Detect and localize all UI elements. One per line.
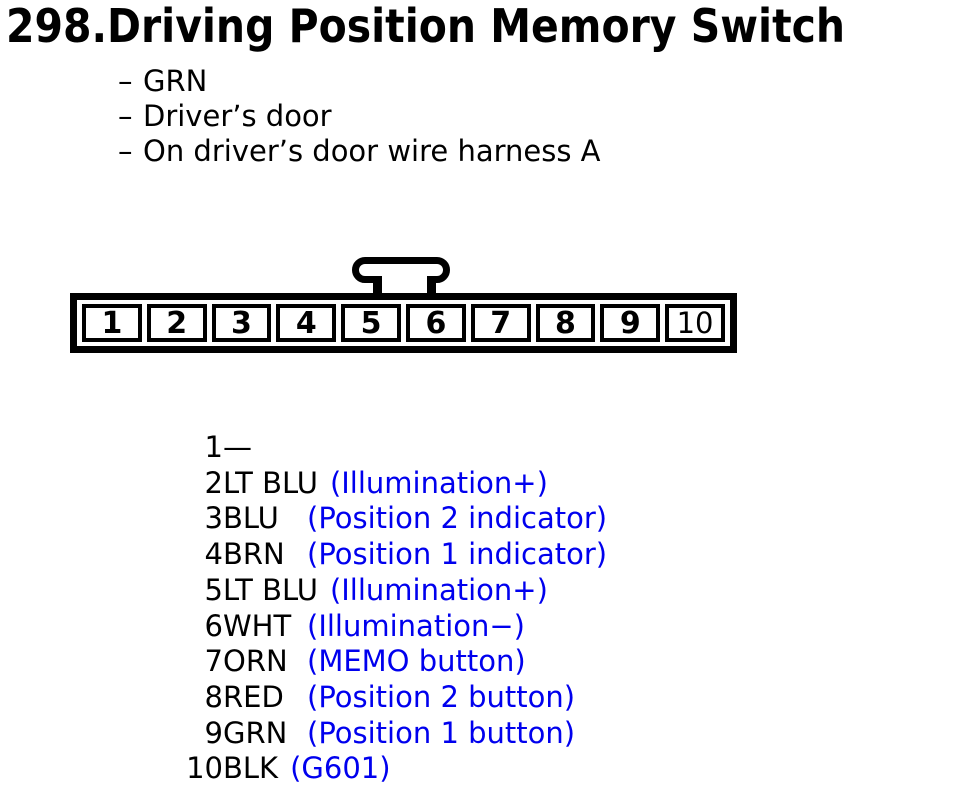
pin-number: 1 [204,430,223,464]
wire-color: WHT [223,608,292,643]
pin-number: 9 [204,715,223,750]
connector-pin-cell-8: 8 [535,304,596,342]
pin-function: (Illumination+) [329,572,548,607]
pin-number: 10 [186,751,223,786]
pin-row: 1 — [186,430,607,466]
pin-function: (Illumination+) [329,465,548,500]
pin-number: 8 [204,679,223,714]
dash-bullet: – [118,99,133,133]
connector-latch-stem [373,276,436,293]
pin-number: 6 [204,608,223,643]
connector-pin-cell-4: 4 [276,304,337,342]
wire-color: ORN [223,644,288,679]
pin-row: 3 BLU (Position 2 indicator) [186,501,608,537]
wire-color: GRN [223,715,288,750]
pin-row: 7 ORN (MEMO button) [186,644,607,680]
pin-row: 9 GRN (Position 1 button) [186,716,607,752]
pin-function: (MEMO button) [307,644,526,679]
pin-row: 10 BLK (G601) [186,751,607,787]
pin-function: (Illumination−) [307,608,525,643]
note-text: On driver’s door wire harness A [143,134,601,168]
connector-shell: 1 2 3 4 5 6 7 8 9 10 [70,293,737,353]
connector-pin-cell-1: 1 [82,304,142,342]
note-text: GRN [143,64,208,98]
pin-number: 7 [204,644,223,679]
note-line: – On driver’s door wire harness A [118,134,601,169]
connector-pin-cell-10: 10 [665,304,725,342]
connector-pin-cell-2: 2 [146,304,207,342]
note-line: – GRN [118,64,601,99]
pin-row: 5 LT BLU (Illumination+) [186,573,607,609]
pin-function: (Position 2 button) [307,679,576,714]
wire-color: — [223,430,252,464]
wire-color: LT BLU [223,465,318,500]
pin-number: 4 [204,537,223,572]
wire-color: BLU [223,501,279,536]
pin-number: 5 [204,572,223,607]
pin-function: (Position 2 indicator) [307,501,608,536]
connector-pin-cell-7: 7 [470,304,531,342]
wire-color: RED [223,679,284,714]
dash-bullet: – [118,64,133,98]
dash-bullet: – [118,134,133,168]
pin-row: 2 LT BLU (Illumination+) [186,466,607,502]
note-text: Driver’s door [143,99,332,133]
pin-number: 3 [204,501,223,536]
connector-pin-cell-3: 3 [211,304,272,342]
connector-pin-cell-9: 9 [600,304,661,342]
pin-row: 6 WHT (Illumination−) [186,609,607,645]
pin-function: (G601) [290,751,391,786]
connector-pin-cell-6: 6 [405,304,466,342]
notes-list: – GRN – Driver’s door – On driver’s door… [118,64,601,169]
pin-number: 2 [204,465,223,500]
wire-color: BLK [223,751,279,786]
pin-row: 4 BRN (Position 1 indicator) [186,537,608,573]
note-line: – Driver’s door [118,99,601,134]
connector-pin-cell-5: 5 [341,304,401,342]
wire-color: BRN [223,537,285,572]
pin-table: 1 — 2 LT BLU (Illumination+) 3 BLU (Posi… [186,430,607,787]
wire-color: LT BLU [223,572,318,607]
pin-row: 8 RED (Position 2 button) [186,680,607,716]
pin-function: (Position 1 button) [307,715,576,750]
page-title: 298.Driving Position Memory Switch [6,0,846,53]
pin-function: (Position 1 indicator) [307,537,608,572]
